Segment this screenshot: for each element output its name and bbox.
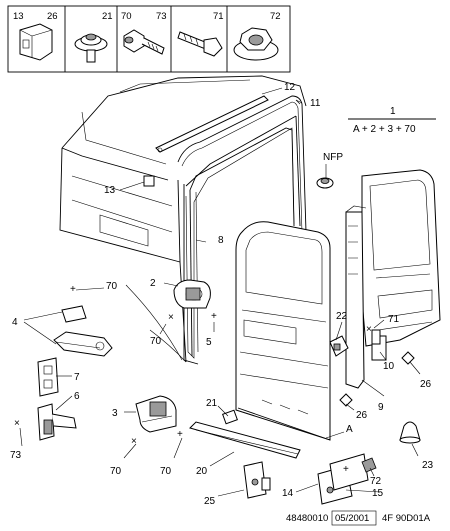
nfp-label: NFP [323,152,343,163]
plus-marker: + [211,311,217,322]
flange-nut-icon [233,27,279,61]
callout-21: 21 [206,398,218,409]
callout-26-b: 26 [420,379,432,390]
diagram-code: 4F 90D01A [382,513,431,524]
door-check-strap [53,305,113,357]
bracket-25 [243,461,271,499]
callout-7: 7 [74,372,80,383]
footer: 48480010 05/2001 4F 90D01A [286,510,431,526]
cross-marker: × [366,324,372,335]
nfp-grommet [316,177,334,189]
callout-9: 9 [378,402,384,413]
callout-23: 23 [422,460,434,471]
callout-5: 5 [206,337,212,348]
lock-mechanism [329,335,349,357]
callout-A: A [346,424,353,435]
clip-21 [222,409,238,425]
trim-strip [189,421,301,459]
plus-marker: + [177,429,183,440]
callout-25: 25 [204,496,216,507]
callout-15: 15 [372,488,384,499]
callout-4: 4 [12,317,18,328]
rear-door-left [235,221,331,441]
callout-70-b: 70 [150,336,162,347]
callout-12: 12 [284,82,296,93]
header-ref-26: 26 [47,11,58,22]
cross-marker: × [131,436,137,447]
callout-26-a: 26 [356,410,368,421]
cross-marker: × [168,312,174,323]
plus-mark: + [343,464,349,475]
header-parts-strip: 13 26 21 70 73 71 72 [7,5,291,73]
revision-date: 05/2001 [335,513,369,524]
callout-3: 3 [112,408,118,419]
header-ref-70: 70 [121,11,132,22]
callout-6: 6 [74,391,80,402]
hinge-middle [135,395,177,433]
handle-plate: + [317,453,377,505]
callout-labels: 12 11 NFP 13 8 2 70 4 70 5 7 6 73 3 70 7… [10,82,434,507]
plus-marker: + [70,284,76,295]
leader-lines [19,87,421,497]
rear-door-right [345,169,441,389]
callout-8: 8 [218,235,224,246]
header-ref-71: 71 [213,11,224,22]
callout-70-c: 70 [110,466,122,477]
torx-bolt-icon [123,29,165,55]
hinge-lower-bracket [37,357,59,397]
callout-72: 72 [370,476,382,487]
callout-70-a: 70 [106,281,118,292]
hinge-lower [37,403,77,441]
header-ref-13: 13 [13,11,24,22]
formula-top: 1 [390,106,396,117]
header-ref-72: 72 [270,11,281,22]
callout-10: 10 [383,361,395,372]
hex-bolt-icon [177,31,223,57]
assembly-formula: 1 A + 2 + 3 + 70 [348,106,436,135]
callout-71: 71 [388,314,400,325]
callout-20: 20 [196,466,208,477]
cross-marker: × [14,418,20,429]
screw-71 [371,329,381,345]
rubber-stopper [399,421,421,444]
drawing-number: 48480010 [286,513,328,524]
callout-11: 11 [310,98,321,109]
callout-14: 14 [282,488,294,499]
callout-73: 73 [10,450,22,461]
clip-fastener-icon [19,23,53,61]
callout-2: 2 [150,278,156,289]
header-ref-73: 73 [156,11,167,22]
callout-70-d: 70 [160,466,172,477]
van-rear-body [59,75,307,365]
callout-13: 13 [104,185,116,196]
push-rivet-icon [74,33,108,63]
hinge-upper [173,279,211,309]
fastener-markers: + × + × × + × [14,284,372,447]
header-ref-21: 21 [102,11,113,22]
formula-bottom: A + 2 + 3 + 70 [353,124,416,135]
callout-22: 22 [336,311,348,322]
clip-26-lower [339,393,353,407]
